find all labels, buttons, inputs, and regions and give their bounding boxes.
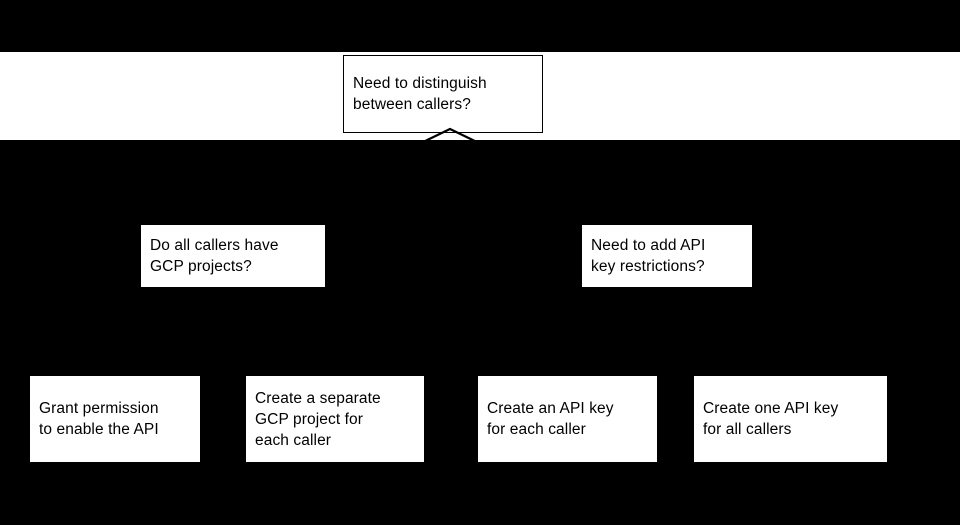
connector-root-split-chevron [415, 127, 485, 145]
node-label: Create an API key for each caller [487, 400, 614, 438]
node-create-an-api-key-for-each-caller[interactable]: Create an API key for each caller [478, 376, 657, 462]
node-create-a-separate-gcp-project-for-each-caller[interactable]: Create a separate GCP project for each c… [246, 376, 424, 462]
node-need-to-distinguish-between-callers[interactable]: Need to distinguish between callers? [343, 55, 543, 133]
node-label: Do all callers have GCP projects? [150, 237, 279, 275]
node-need-to-add-api-key-restrictions[interactable]: Need to add API key restrictions? [582, 225, 752, 287]
node-label: Need to add API key restrictions? [591, 237, 706, 275]
chevron-icon [417, 127, 483, 145]
node-do-all-callers-have-gcp-projects[interactable]: Do all callers have GCP projects? [141, 225, 325, 287]
node-label: Create a separate GCP project for each c… [255, 389, 381, 449]
node-create-one-api-key-for-all-callers[interactable]: Create one API key for all callers [694, 376, 887, 462]
node-label: Grant permission to enable the API [39, 400, 159, 438]
node-label: Need to distinguish between callers? [353, 75, 487, 113]
node-grant-permission-to-enable-the-api[interactable]: Grant permission to enable the API [30, 376, 200, 462]
node-label: Create one API key for all callers [703, 400, 839, 438]
